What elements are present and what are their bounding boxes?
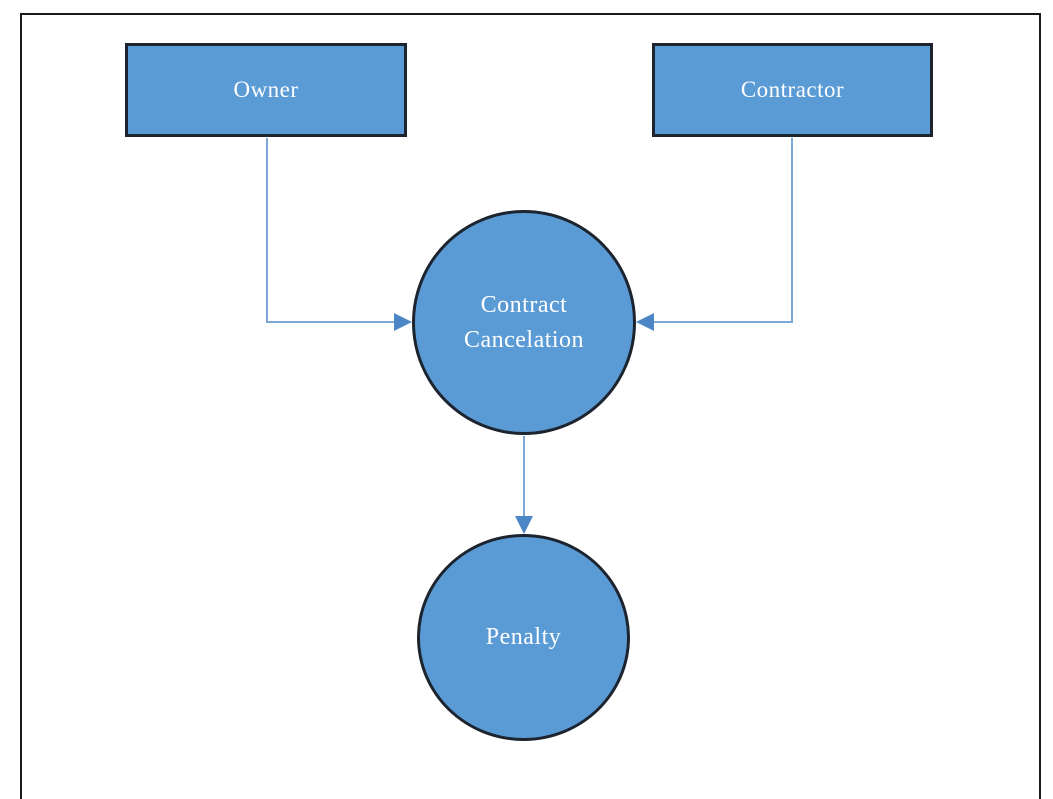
node-owner-label: Owner bbox=[233, 77, 299, 102]
node-contract-cancelation-label: Contract Cancelation bbox=[463, 291, 585, 353]
node-owner: Owner bbox=[125, 43, 407, 137]
node-contractor: Contractor bbox=[652, 43, 933, 137]
node-contractor-label: Contractor bbox=[740, 77, 845, 102]
node-penalty-label: Penalty bbox=[485, 624, 562, 651]
node-contract-cancelation: Contract Cancelation bbox=[412, 210, 636, 435]
figure-border bbox=[20, 13, 1041, 799]
node-penalty: Penalty bbox=[417, 534, 630, 741]
